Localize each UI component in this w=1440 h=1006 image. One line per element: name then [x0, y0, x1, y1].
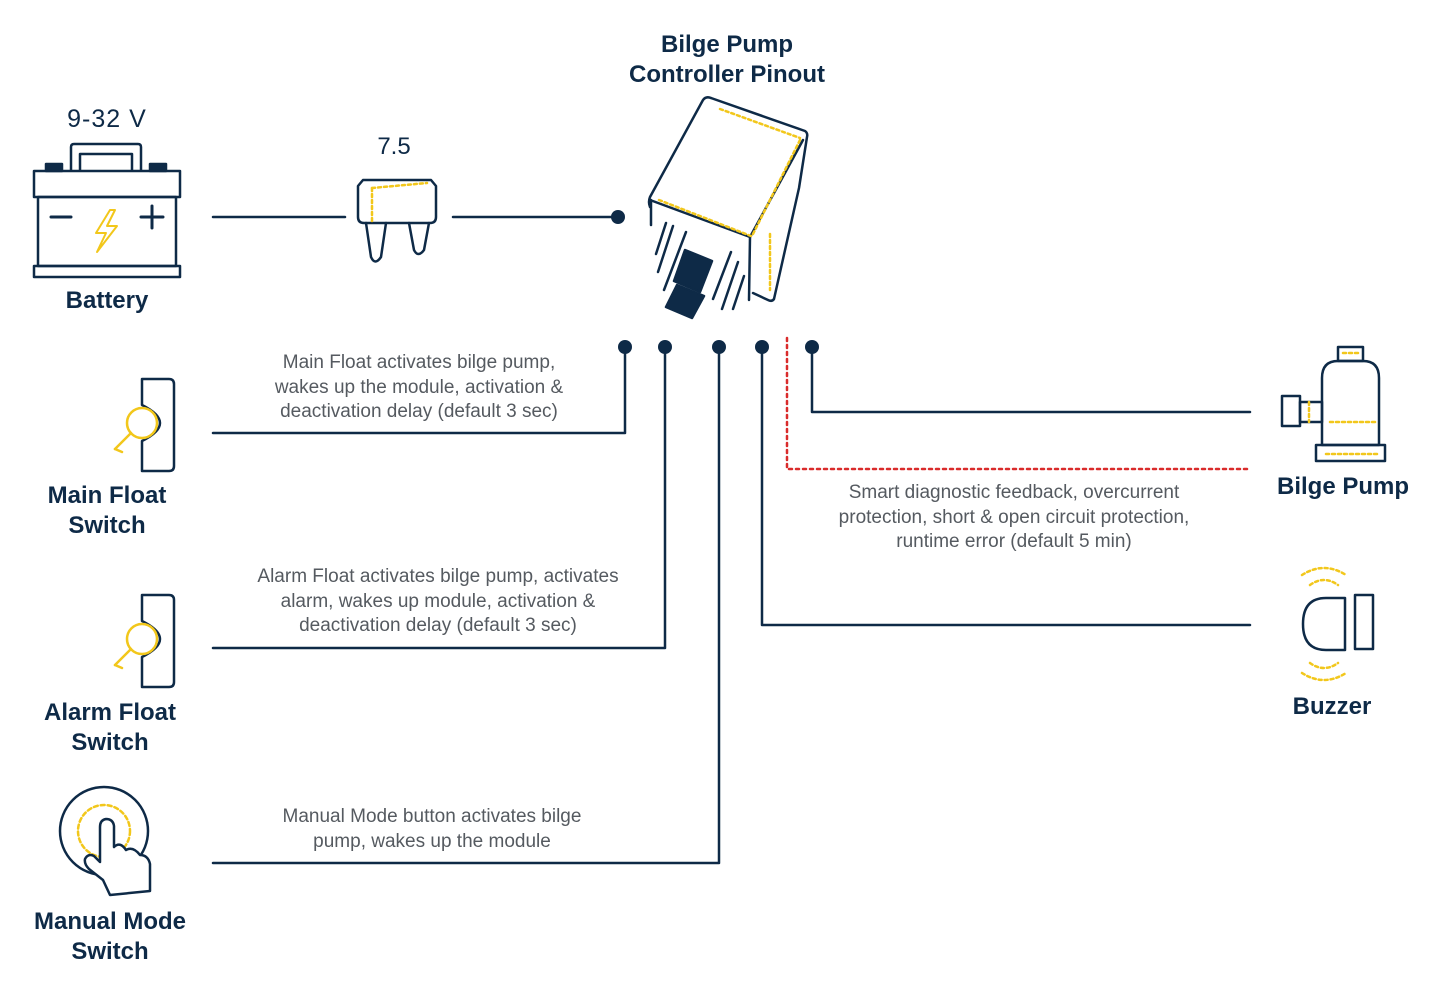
controller-icon [647, 96, 809, 320]
battery-voltage: 9-32 V [67, 105, 147, 133]
wire-bilge-pump [810, 345, 1252, 414]
buzzer-icon [1300, 566, 1375, 682]
wire-diagnostic [785, 336, 1252, 471]
alarm-float-description: Alarm Float activates bilge pump, activa… [257, 566, 619, 636]
buzzer-label: Buzzer [1292, 693, 1372, 720]
battery-icon [32, 142, 182, 279]
wire-buzzer [760, 345, 1252, 627]
pin-manual-mode [712, 340, 726, 354]
pin-bilge-pump [805, 340, 819, 354]
bilge-pump-label: Bilge Pump [1276, 473, 1409, 500]
pin-power [611, 210, 625, 224]
wires [211, 215, 1252, 865]
wire-manual-mode [211, 345, 721, 865]
bilge-pump-description: Smart diagnostic feedback, overcurrent p… [838, 482, 1190, 552]
pin-dots [611, 210, 819, 354]
battery-label: Battery [65, 287, 149, 314]
fuse-rating: 7.5 [377, 133, 411, 160]
main-float-description: Main Float activates bilge pump, wakes u… [274, 352, 564, 422]
pin-buzzer [755, 340, 769, 354]
wire-main-float [211, 345, 627, 435]
fuse-icon [356, 178, 438, 263]
pin-main-float [618, 340, 632, 354]
manual-mode-description: Manual Mode button activates bilge pump,… [282, 806, 582, 852]
pin-alarm-float [658, 340, 672, 354]
alarm-float-switch-icon [113, 593, 176, 689]
bilge-pump-icon [1280, 345, 1387, 463]
wire-alarm-float [211, 345, 667, 650]
manual-mode-button-icon [58, 785, 152, 897]
main-float-switch-icon [113, 377, 176, 473]
